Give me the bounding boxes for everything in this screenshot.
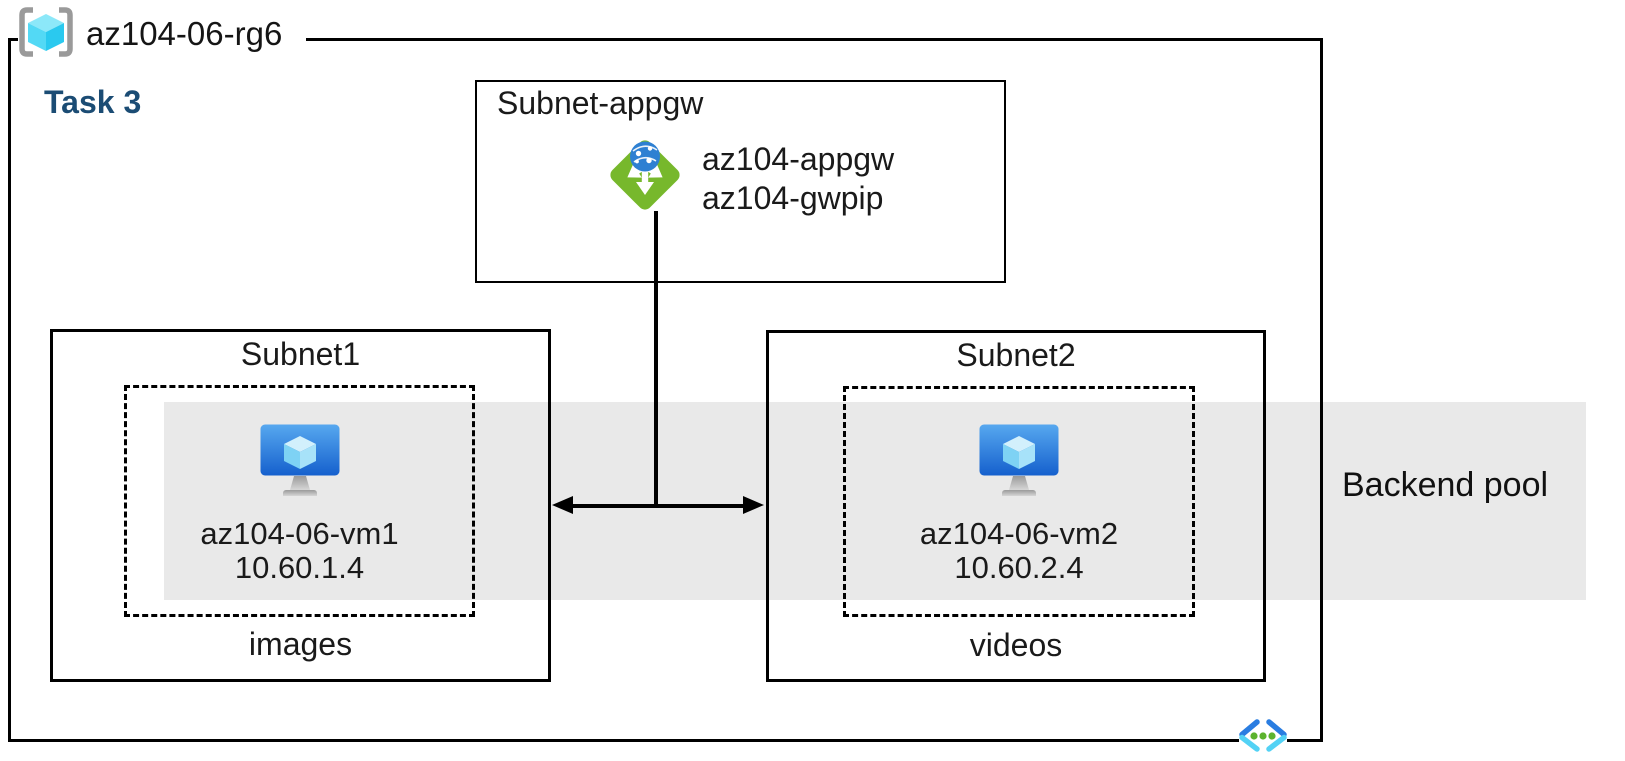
arrowhead-right-icon — [743, 496, 764, 514]
virtual-network-icon — [1237, 714, 1289, 761]
arrowhead-left-icon — [552, 496, 573, 514]
subnet2-caption: videos — [969, 627, 1063, 663]
appgw-connector-line — [654, 211, 658, 506]
subnet2-label: Subnet2 — [956, 337, 1076, 373]
subnet2-dashed-box — [843, 386, 1195, 617]
backend-pool-band — [164, 402, 1586, 600]
resource-group-icon — [18, 6, 74, 63]
vm2-text-block: az104-06-vm2 10.60.2.4 — [843, 517, 1195, 585]
appgw-subnet-box — [475, 80, 1006, 283]
appgw-name-block: az104-appgw az104-gwpip — [702, 140, 894, 218]
backend-pool-label: Backend pool — [1342, 466, 1549, 504]
virtual-machine-icon-vm2 — [979, 424, 1059, 503]
resource-group-label: az104-06-rg6 — [86, 15, 283, 52]
subnet1-box — [50, 329, 551, 682]
application-gateway-icon — [604, 134, 686, 221]
subnet1-dashed-box — [124, 385, 475, 617]
appgw-name-label: az104-appgw — [702, 141, 895, 177]
vm2-name-label: az104-06-vm2 — [919, 516, 1119, 551]
vm1-name-label: az104-06-vm1 — [200, 516, 399, 551]
resource-group-border-gap — [18, 34, 306, 45]
subnet2-box — [766, 330, 1266, 682]
task-label: Task 3 — [44, 84, 142, 120]
resource-group-box — [8, 38, 1323, 742]
gwpip-name-label: az104-gwpip — [702, 180, 884, 216]
subnet1-label: Subnet1 — [240, 336, 361, 372]
vm2-ip-label: 10.60.2.4 — [954, 550, 1084, 585]
appgw-subnet-label: Subnet-appgw — [497, 85, 704, 121]
subnet1-caption: images — [248, 626, 353, 662]
vm1-ip-label: 10.60.1.4 — [234, 550, 365, 585]
vm1-text-block: az104-06-vm1 10.60.1.4 — [124, 517, 475, 585]
virtual-machine-icon-vm1 — [260, 424, 340, 503]
subnet-link-arrow — [570, 504, 748, 508]
